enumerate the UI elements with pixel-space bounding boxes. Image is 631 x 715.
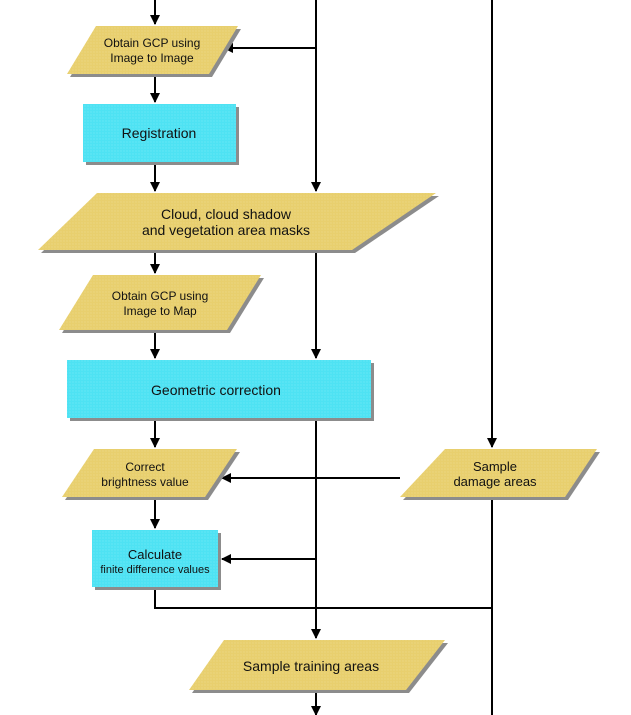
node-calculate-line1: Calculate [128, 547, 182, 562]
node-geometric-label: Geometric correction [151, 382, 281, 398]
node-gcp-image-line1: Obtain GCP using [104, 36, 201, 50]
node-training-label: Sample training areas [243, 658, 379, 674]
node-damage: Sample damage areas [400, 449, 600, 500]
node-registration: Registration [83, 104, 239, 165]
node-damage-line2: damage areas [453, 474, 537, 489]
node-gcp-image: Obtain GCP using Image to Image [67, 26, 241, 77]
node-gcp-image-line2: Image to Image [110, 51, 194, 65]
node-gcp-map-line2: Image to Map [123, 304, 197, 318]
node-masks-line1: Cloud, cloud shadow [161, 206, 292, 222]
node-geometric: Geometric correction [67, 360, 374, 421]
node-calculate-line2: finite difference values [100, 564, 210, 576]
node-gcp-map: Obtain GCP using Image to Map [59, 275, 264, 333]
node-masks: Cloud, cloud shadow and vegetation area … [38, 193, 439, 253]
node-training: Sample training areas [189, 640, 448, 693]
node-brightness-line1: Correct [125, 460, 165, 474]
connectors [150, 0, 497, 715]
node-brightness-line2: brightness value [101, 475, 189, 489]
node-calculate: Calculate finite difference values [92, 530, 221, 590]
node-brightness: Correct brightness value [62, 449, 240, 500]
node-registration-label: Registration [122, 125, 197, 141]
line-calculate-to-right [154, 588, 492, 609]
node-masks-line2: and vegetation area masks [142, 222, 310, 238]
node-damage-line1: Sample [473, 459, 517, 474]
node-gcp-map-line1: Obtain GCP using [112, 289, 209, 303]
